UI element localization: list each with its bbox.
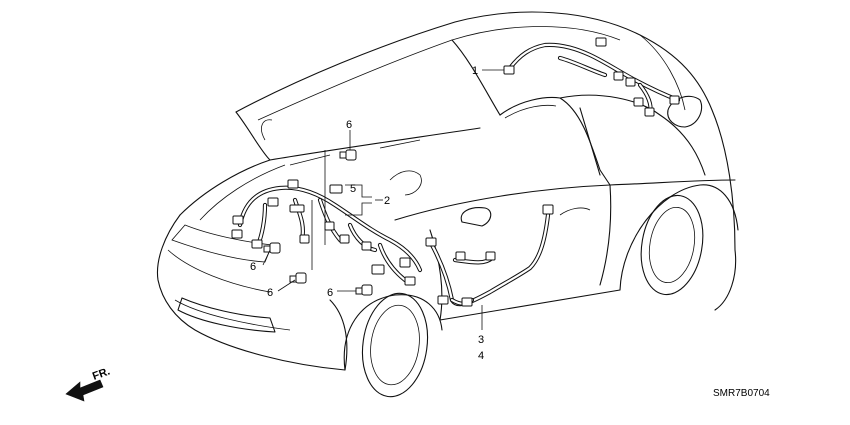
callout-4: 4 — [478, 350, 484, 362]
car-body-outline — [156, 11, 739, 398]
callout-6-left: 6 — [250, 261, 256, 273]
callout-5: 5 — [350, 183, 356, 195]
callout-1: 1 — [472, 65, 478, 77]
front-direction-label: FR. — [91, 365, 112, 382]
callout-6-upper: 6 — [346, 119, 352, 131]
callout-6-lower: 6 — [267, 287, 273, 299]
front-direction-arrow: FR. — [65, 365, 112, 402]
bolt-fasteners — [263, 149, 373, 296]
bolt-left — [263, 242, 281, 254]
callout-6-center: 6 — [327, 287, 333, 299]
dashboard-wire-harness — [231, 179, 423, 286]
roof-wire-harness — [503, 37, 681, 117]
bolt-lower — [289, 272, 307, 284]
callout-3: 3 — [478, 334, 484, 346]
leader-lines — [262, 69, 504, 330]
bolt-upper — [339, 149, 357, 161]
door-wire-harness — [425, 204, 554, 307]
callout-2: 2 — [384, 195, 390, 207]
drawing-code: SMR7B0704 — [713, 388, 770, 399]
bolt-center — [355, 284, 373, 296]
